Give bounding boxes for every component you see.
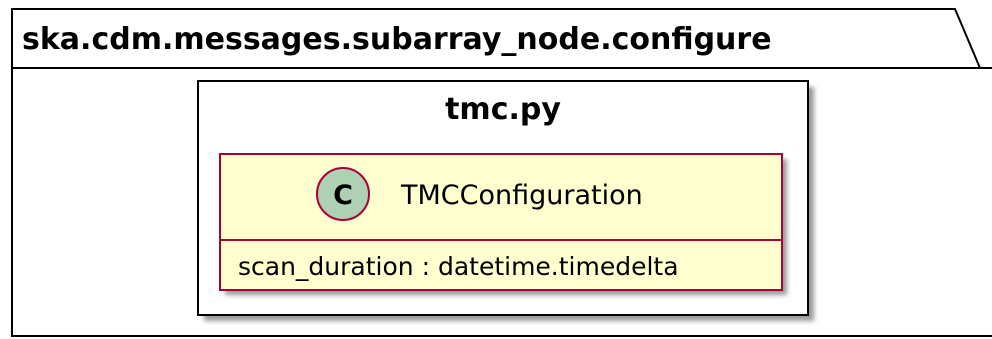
package-title: ska.cdm.messages.subarray_node.configure	[22, 22, 772, 57]
class-stereotype-icon: C	[316, 167, 370, 221]
class-attribute: scan_duration : datetime.timedelta	[238, 252, 679, 281]
class-name: TMCConfiguration	[400, 180, 643, 211]
class-badge-circle	[316, 167, 370, 221]
module-title: tmc.py	[445, 92, 561, 127]
class-frame	[219, 153, 783, 291]
class-badge-letter: C	[333, 180, 353, 211]
class-box: C TMCConfiguration scan_duration : datet…	[219, 153, 787, 295]
